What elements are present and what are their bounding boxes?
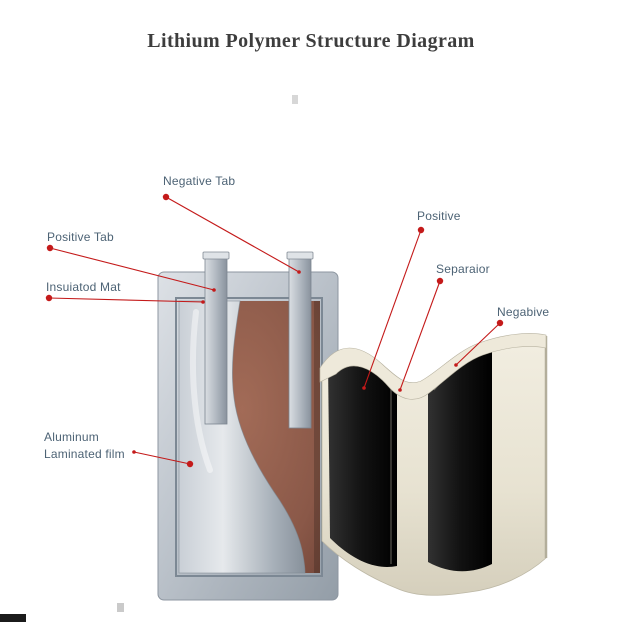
positive-electrode-sheet [328, 352, 397, 567]
label-negative-tab: Negative Tab [163, 174, 236, 188]
label-aluminum-line2: Laminated film [44, 447, 125, 461]
dot-positive-tab [46, 244, 54, 252]
dot-negative [496, 319, 504, 327]
artifact-bottom-left [0, 614, 26, 622]
leader-positive [363, 229, 422, 389]
negative-tab-cap [286, 251, 314, 260]
diagram-title: Lithium Polymer Structure Diagram [147, 30, 475, 52]
electrode-stack [319, 333, 548, 596]
dot-end-separator [398, 388, 402, 392]
leader-negative [455, 322, 501, 366]
dot-end-negative-tab [297, 270, 301, 274]
negative-electrode-sheet [428, 346, 492, 572]
dot-insulated-mat [45, 294, 53, 302]
label-separator: Separaior [436, 262, 490, 276]
dot-negative-tab [162, 193, 170, 201]
terminal-tabs [202, 251, 314, 429]
dot-aluminum-film [186, 460, 194, 468]
label-negative: Negabive [497, 305, 550, 319]
dot-start-aluminum-film [132, 450, 136, 454]
leader-insulated-mat [48, 297, 204, 303]
film-highlight [189, 309, 213, 473]
label-insulated-mat: Insuiatod Mat [46, 280, 121, 294]
dot-end-insulated-mat [201, 300, 205, 304]
negative-tab-strip [288, 255, 312, 429]
label-aluminum-line1: Aluminum [44, 430, 99, 444]
leader-negative-tab [165, 196, 300, 273]
dot-end-positive [362, 386, 366, 390]
dot-positive [417, 226, 425, 234]
label-aluminum-film: Aluminum Laminated film [44, 429, 125, 463]
positive-tab-strip [204, 255, 228, 425]
artifact-top-mark [292, 95, 298, 104]
artifact-bottom-mark [117, 603, 124, 612]
stack-top-wrap-band [319, 333, 547, 400]
positive-tab-cap [202, 251, 230, 260]
dot-separator [436, 277, 444, 285]
dot-end-positive-tab [212, 288, 216, 292]
dot-end-negative [454, 363, 458, 367]
label-positive: Positive [417, 209, 461, 223]
leader-lines [45, 193, 504, 468]
leader-positive-tab [49, 247, 215, 291]
leader-aluminum-film [133, 451, 191, 465]
interior-right-shadow [314, 301, 320, 573]
leader-separator [399, 280, 441, 391]
label-positive-tab: Positive Tab [47, 230, 114, 244]
watermark-artifacts [0, 95, 298, 622]
